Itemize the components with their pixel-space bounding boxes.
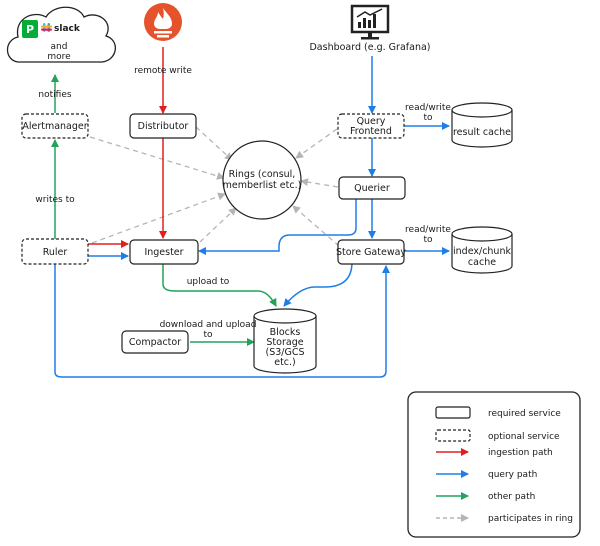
ring-edge-store-gateway — [292, 205, 340, 247]
compactor-node: Compactor — [121, 330, 189, 354]
label-read-write-1-line2: to — [423, 113, 433, 123]
store-gateway-label: Store Gateway — [336, 247, 406, 258]
ruler-node: Ruler — [21, 238, 89, 265]
blocks-storage-line3: (S3/GCS — [265, 347, 304, 358]
querier-node: Querier — [338, 176, 406, 200]
result-cache-node: result cache — [451, 102, 513, 148]
label-read-write-1-line1: read/write — [405, 103, 451, 113]
ruler-label: Ruler — [43, 247, 68, 258]
ring-edges — [89, 126, 340, 247]
index-cache-line2: cache — [468, 257, 496, 268]
result-cache-label: result cache — [453, 127, 511, 138]
distributor-label: Distributor — [138, 121, 189, 132]
edge-store-gateway-blocks — [283, 261, 353, 307]
blocks-storage-line4: etc.) — [274, 357, 296, 368]
pagerduty-glyph: P — [26, 23, 34, 36]
label-read-write-2-line1: read/write — [405, 225, 451, 235]
label-notifies: notifies — [38, 90, 71, 100]
query-edges — [54, 56, 450, 378]
store-gateway-node: Store Gateway — [336, 239, 406, 265]
edge-ruler-store-gateway — [54, 264, 390, 378]
legend: required service optional service ingest… — [407, 391, 581, 538]
label-writes-to: writes to — [35, 195, 75, 205]
blocks-storage-node: Blocks Storage (S3/GCS etc.) — [253, 308, 317, 374]
label-remote-write: remote write — [134, 66, 192, 76]
index-cache-line1: index/chunk — [453, 246, 511, 257]
blocks-storage-line1: Blocks — [270, 327, 301, 338]
ingestion-edges — [88, 47, 167, 248]
dashboard-chart-icon — [350, 4, 390, 40]
ingester-label: Ingester — [144, 247, 183, 258]
ring-edge-ingester — [199, 207, 237, 243]
query-frontend-node: Query Frontend — [337, 113, 405, 139]
prometheus-icon — [144, 3, 182, 41]
and-more-line1: and — [51, 42, 68, 52]
slack-icon — [41, 23, 52, 32]
rings-node: Rings (consul, memberlist etc.) — [222, 140, 302, 220]
blocks-storage-line2: Storage — [266, 337, 303, 348]
legend-other-label: other path — [488, 492, 535, 502]
index-cache-node: index/chunk cache — [451, 226, 513, 274]
ring-edge-query-frontend — [295, 128, 338, 159]
query-frontend-line2: Frontend — [350, 126, 392, 137]
notify-cloud: P slack and more — [6, 6, 116, 63]
legend-optional-swatch — [435, 429, 471, 442]
other-edges — [51, 74, 277, 346]
and-more-line2: more — [47, 52, 71, 62]
label-read-write-2-line2: to — [423, 235, 433, 245]
dashboard-label: Dashboard (e.g. Grafana) — [309, 42, 430, 53]
edge-querier-ingester — [198, 199, 357, 255]
compactor-label: Compactor — [129, 337, 181, 348]
distributor-node: Distributor — [129, 113, 197, 139]
ring-edge-distributor — [195, 126, 233, 161]
alertmanager-label: Alertmanager — [22, 121, 87, 132]
slack-label: slack — [54, 24, 81, 34]
legend-required-swatch — [435, 406, 471, 419]
alertmanager-node: Alertmanager — [21, 113, 89, 139]
rings-line2: memberlist etc.) — [223, 180, 302, 191]
ring-edge-alertmanager — [89, 136, 225, 180]
label-download-upload-line1: download and upload — [160, 320, 257, 330]
legend-required-label: required service — [488, 409, 561, 419]
label-upload-to: upload to — [187, 277, 230, 287]
legend-query-label: query path — [488, 470, 537, 480]
pagerduty-icon — [22, 20, 38, 38]
rings-line1: Rings (consul, — [229, 169, 296, 180]
legend-ingestion-label: ingestion path — [488, 448, 553, 458]
query-frontend-line1: Query — [357, 116, 386, 127]
ring-edge-querier — [300, 178, 339, 188]
legend-optional-label: optional service — [488, 432, 560, 442]
ingester-node: Ingester — [129, 239, 199, 265]
label-download-upload-line2: to — [203, 330, 213, 340]
ring-edge-ruler — [91, 192, 226, 244]
edge-ingester-blocks — [162, 264, 277, 307]
legend-ring-label: participates in ring — [488, 514, 573, 524]
querier-label: Querier — [354, 183, 390, 194]
legend-box — [407, 391, 581, 538]
